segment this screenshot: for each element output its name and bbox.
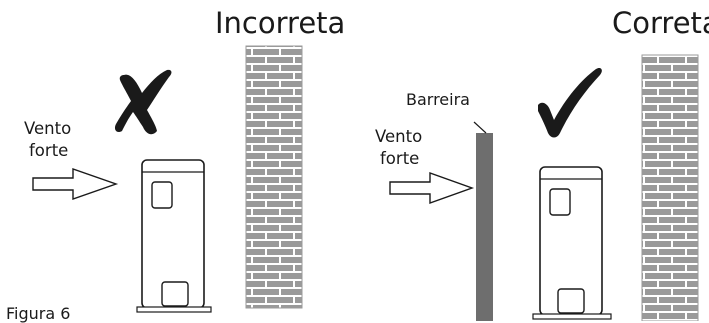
- barrier-label: Barreira: [406, 90, 470, 109]
- incorrect-title: Incorreta: [215, 6, 346, 40]
- barrier-leader-line: [473, 121, 487, 134]
- wind-label-left-line2: forte: [29, 141, 69, 160]
- water-heater-left: [136, 159, 212, 313]
- wind-label-right-line2: forte: [380, 149, 420, 168]
- cross-mark-icon: [114, 69, 172, 135]
- brick-wall-left: [245, 45, 303, 309]
- correct-title: Correta: [612, 6, 709, 40]
- wind-label-left-line1: Vento: [24, 119, 72, 138]
- check-mark-icon: [538, 67, 602, 138]
- brick-wall-right: [641, 54, 699, 321]
- wind-label-right-line1: Vento: [375, 127, 423, 146]
- wind-arrow-right: [389, 172, 475, 204]
- wind-arrow-left: [32, 168, 119, 200]
- water-heater-right: [532, 166, 612, 320]
- figure-caption: Figura 6: [6, 304, 71, 323]
- barrier: [473, 121, 493, 321]
